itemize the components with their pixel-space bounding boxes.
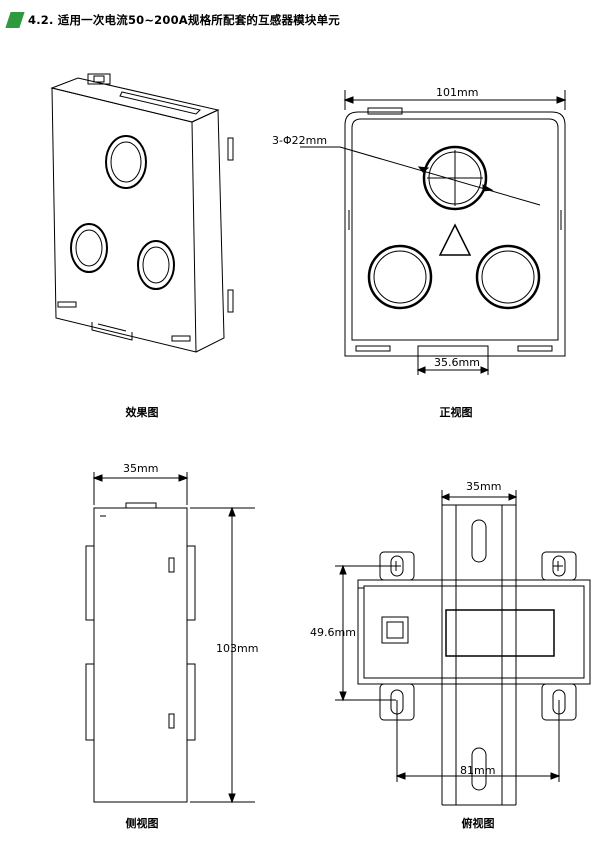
side-view-drawing <box>85 472 255 804</box>
top-mount-width-label: 81mm <box>460 764 495 777</box>
effect-view-caption: 效果图 <box>125 406 159 419</box>
side-height-label: 103mm <box>216 642 258 655</box>
front-width-label: 101mm <box>436 86 478 99</box>
effect-view-drawing <box>50 73 234 353</box>
side-width-label: 35mm <box>123 462 158 475</box>
top-rail-width-label: 35mm <box>466 480 501 493</box>
hole-spec-label: 3-Φ22mm <box>272 134 327 147</box>
side-view-caption: 侧视图 <box>125 817 159 830</box>
front-view-caption: 正视图 <box>439 406 473 419</box>
section-header: 4.2. 适用一次电流50~200A规格所配套的互感器模块单元 <box>5 10 340 30</box>
rail-slot-label: 35.6mm <box>434 356 480 369</box>
top-height-label: 49.6mm <box>310 626 356 639</box>
section-title: 4.2. 适用一次电流50~200A规格所配套的互感器模块单元 <box>28 13 340 27</box>
top-view-caption: 俯视图 <box>461 817 495 830</box>
top-view-drawing <box>335 490 591 806</box>
front-view-drawing <box>300 90 567 375</box>
